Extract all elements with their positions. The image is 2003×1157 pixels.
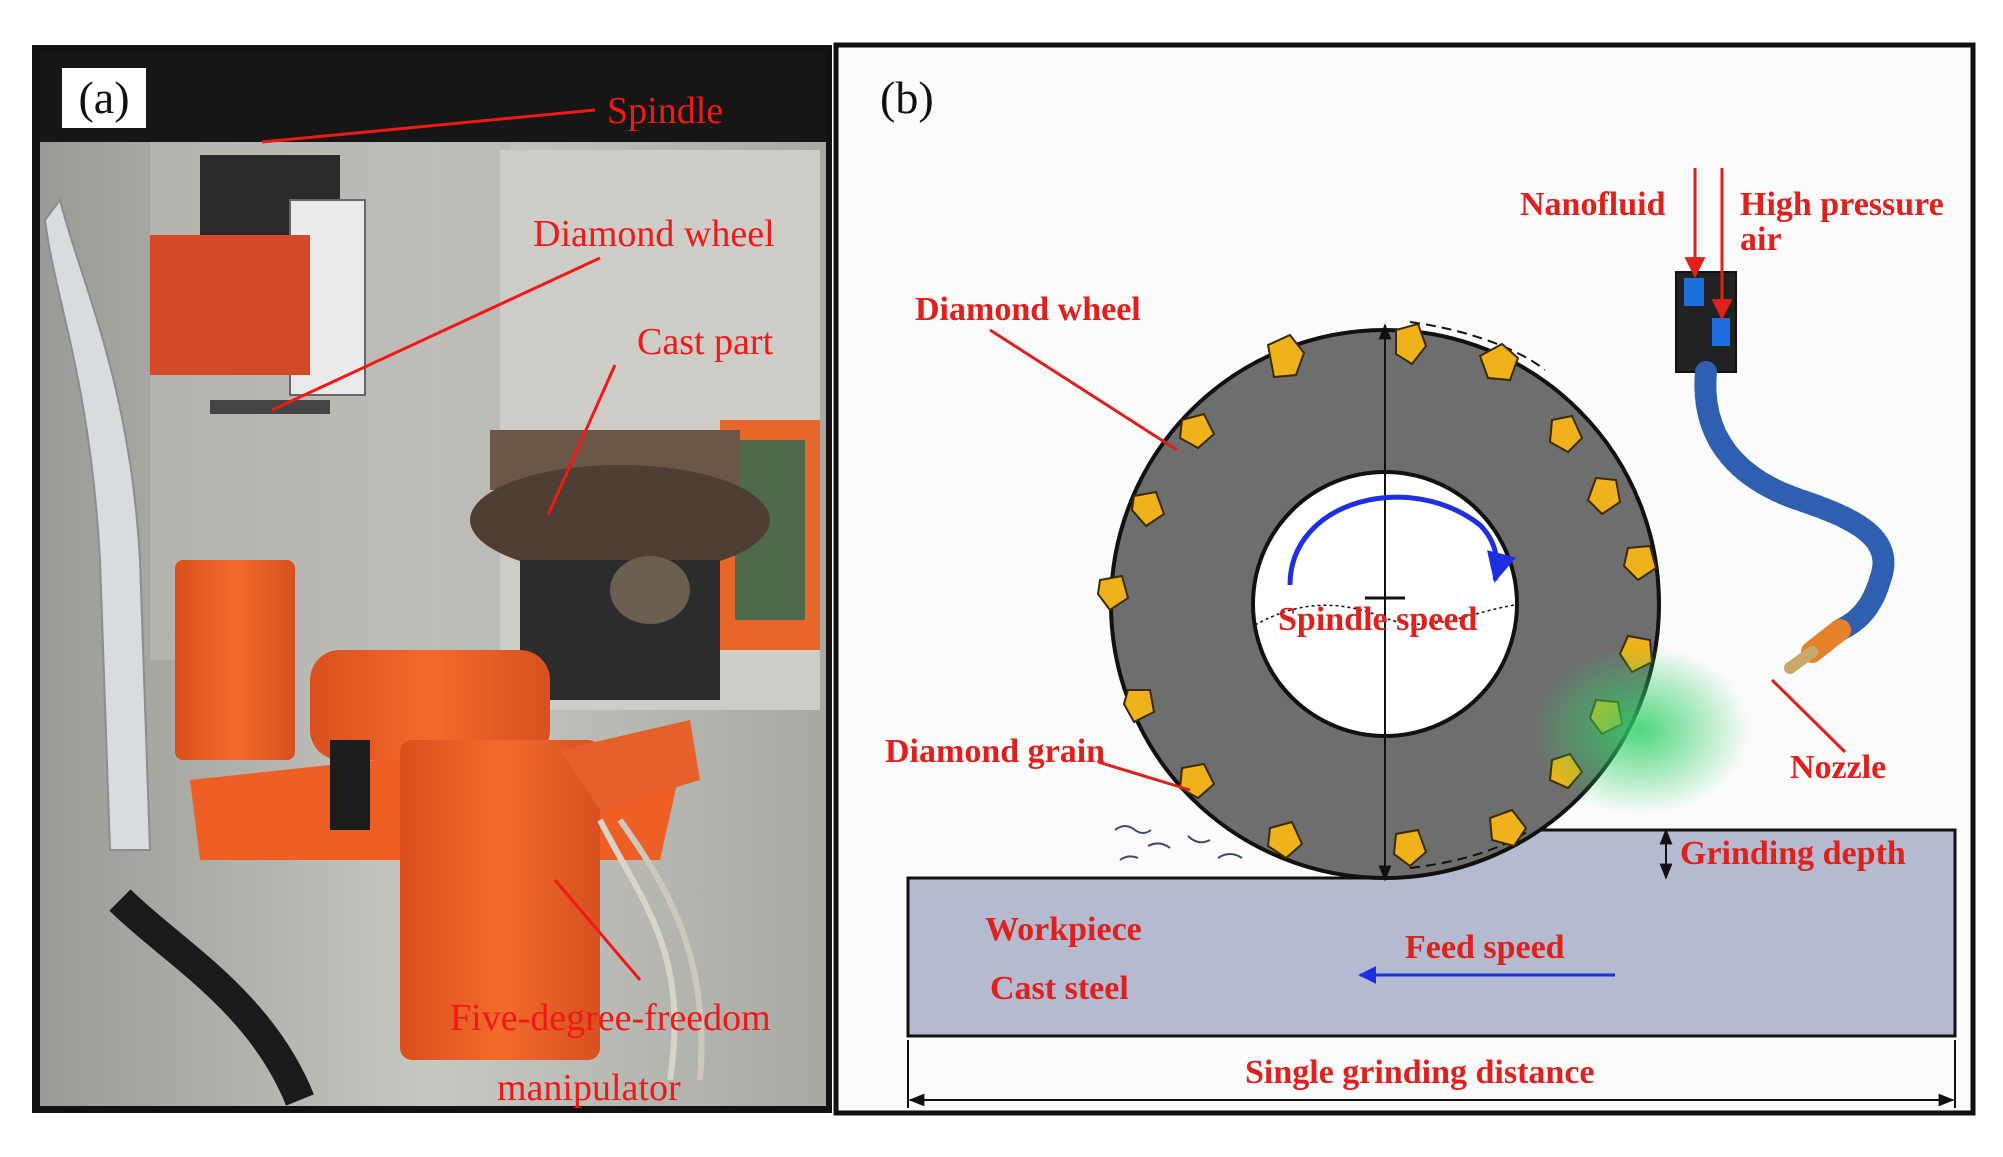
grain: [1478, 342, 1520, 382]
label-nozzle: Nozzle: [1790, 749, 1886, 786]
panel-b: (b): [833, 42, 1976, 1116]
floor-cables: [109, 889, 314, 1106]
label-diamond-wheel-b: Diamond wheel: [915, 291, 1141, 328]
flexible-hose: [1694, 361, 1895, 641]
tube-2: [617, 818, 705, 1081]
dashed-arc-top: [1409, 321, 1546, 371]
coolant-mist: [1530, 645, 1750, 815]
manipulator-joint-shaft: [330, 740, 370, 830]
panel-b-tag: (b): [880, 72, 934, 123]
cable-chain: [43, 197, 152, 851]
chip: [1147, 842, 1171, 849]
panel-a: (a) Spindle Diamond wheel Cast part Five…: [32, 45, 832, 1113]
grain: [1122, 689, 1156, 724]
grain: [1130, 490, 1166, 528]
grain: [1586, 476, 1622, 516]
grain: [1266, 333, 1306, 379]
manipulator-arm-upper: [310, 650, 550, 760]
grain: [1395, 322, 1428, 366]
nanofluid-inlet: [1684, 278, 1704, 306]
cast-part-body: [470, 465, 770, 575]
label-spindle: Spindle: [607, 90, 723, 132]
manipulator-wrist: [560, 720, 700, 810]
spindle-bracket: [150, 235, 310, 375]
label-cast-steel: Cast steel: [990, 970, 1129, 1007]
spindle-leader: [261, 108, 596, 144]
nozzle-outlet: [1784, 646, 1818, 674]
label-single-grinding-distance: Single grinding distance: [1245, 1054, 1595, 1091]
label-nanofluid: Nanofluid: [1520, 186, 1666, 223]
chips: [1114, 825, 1243, 861]
tube-1: [597, 818, 678, 1081]
label-spindle-speed: Spindle speed: [1278, 601, 1477, 638]
label-air-line2: air: [1740, 221, 1782, 258]
label-diamond-grain: Diamond grain: [885, 733, 1105, 770]
chip: [1114, 825, 1152, 834]
panel-a-tag-box: [62, 68, 146, 128]
manipulator-base: [175, 560, 295, 760]
dotted-contour: [1254, 604, 1516, 626]
grain: [1622, 544, 1658, 582]
nozzle-leader: [1770, 678, 1847, 754]
diamond-grain-leader: [1097, 760, 1191, 792]
manipulator-leader: [553, 879, 642, 981]
label-manipulator-line2: manipulator: [497, 1067, 681, 1109]
label-manipulator-line1: Five-degree-freedom: [450, 997, 771, 1039]
rotation-arrow: [1287, 494, 1517, 586]
grain: [1548, 414, 1584, 454]
label-diamond-wheel-a: Diamond wheel: [533, 213, 775, 255]
chip: [1217, 853, 1243, 859]
chip: [1119, 855, 1139, 861]
grain: [1178, 412, 1216, 450]
panel-a-tag: (a): [78, 72, 129, 123]
label-feed-speed: Feed speed: [1405, 929, 1565, 966]
grain: [1488, 808, 1528, 848]
grain: [1096, 574, 1130, 612]
label-cast-part: Cast part: [637, 321, 774, 363]
label-grinding-depth: Grinding depth: [1680, 835, 1906, 872]
grain: [1266, 820, 1304, 860]
grain: [1392, 828, 1428, 868]
label-air-line1: High pressure: [1740, 186, 1944, 223]
chip: [1187, 835, 1211, 844]
air-inlet: [1712, 318, 1730, 346]
diamond-wheel-photo: [210, 400, 330, 414]
manipulator-column: [400, 740, 600, 1060]
diamond-wheel-leader-b: [989, 328, 1178, 452]
label-workpiece: Workpiece: [985, 911, 1142, 948]
fixture-cylinder: [610, 556, 690, 624]
diamond-wheel-leader-a: [271, 256, 601, 412]
cast-part-leader: [546, 364, 617, 516]
